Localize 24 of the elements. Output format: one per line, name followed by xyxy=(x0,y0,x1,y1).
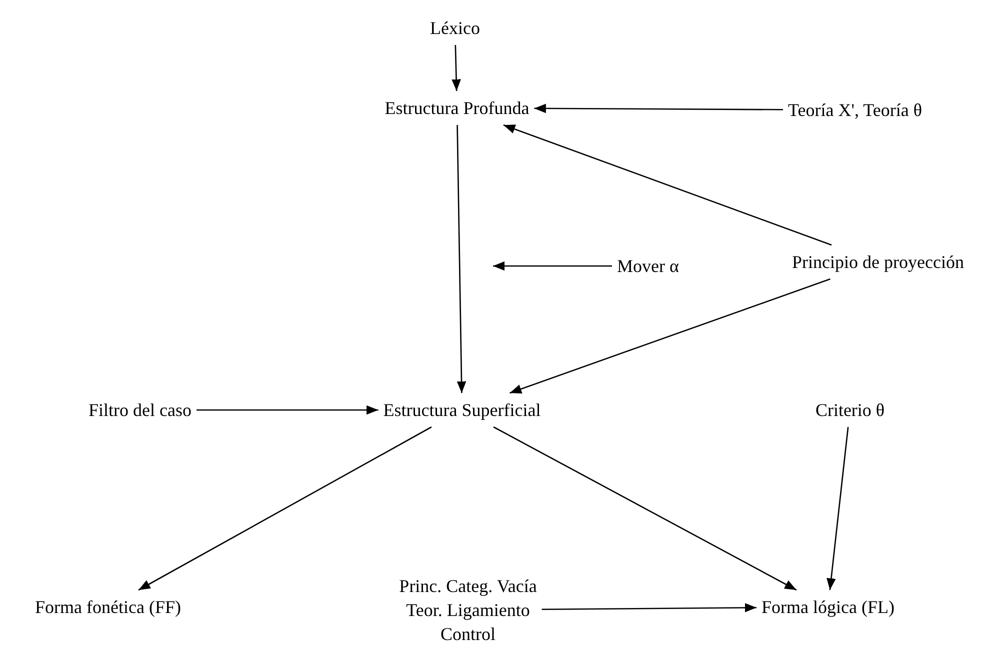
node-label: Estructura Superficial xyxy=(383,399,541,422)
arrow xyxy=(503,124,832,246)
node-label: Forma fonética (FF) xyxy=(35,596,181,619)
node-label: Léxico xyxy=(430,17,480,40)
node-label: Principio de proyección xyxy=(792,251,964,274)
node-label: Estructura Profunda xyxy=(384,97,530,120)
arrow xyxy=(493,261,612,271)
node-label: Filtro del caso xyxy=(88,399,192,422)
node-label: Control xyxy=(440,623,496,646)
arrow xyxy=(542,603,757,612)
node-label: Princ. Categ. Vacía xyxy=(399,575,537,598)
node-label: Forma lógica (FL) xyxy=(762,596,894,619)
arrow xyxy=(456,124,466,394)
arrow xyxy=(510,278,830,394)
arrow xyxy=(452,44,461,92)
arrow xyxy=(493,426,797,591)
node-label: Teoría X', Teoría θ xyxy=(788,99,922,122)
node-label: Teor. Ligamiento xyxy=(406,599,530,622)
arrow xyxy=(826,426,849,590)
node-label: Criterio θ xyxy=(815,399,885,422)
node-label: Mover α xyxy=(617,255,679,278)
arrow xyxy=(138,426,432,591)
arrow xyxy=(196,405,378,415)
arrow xyxy=(534,104,784,114)
